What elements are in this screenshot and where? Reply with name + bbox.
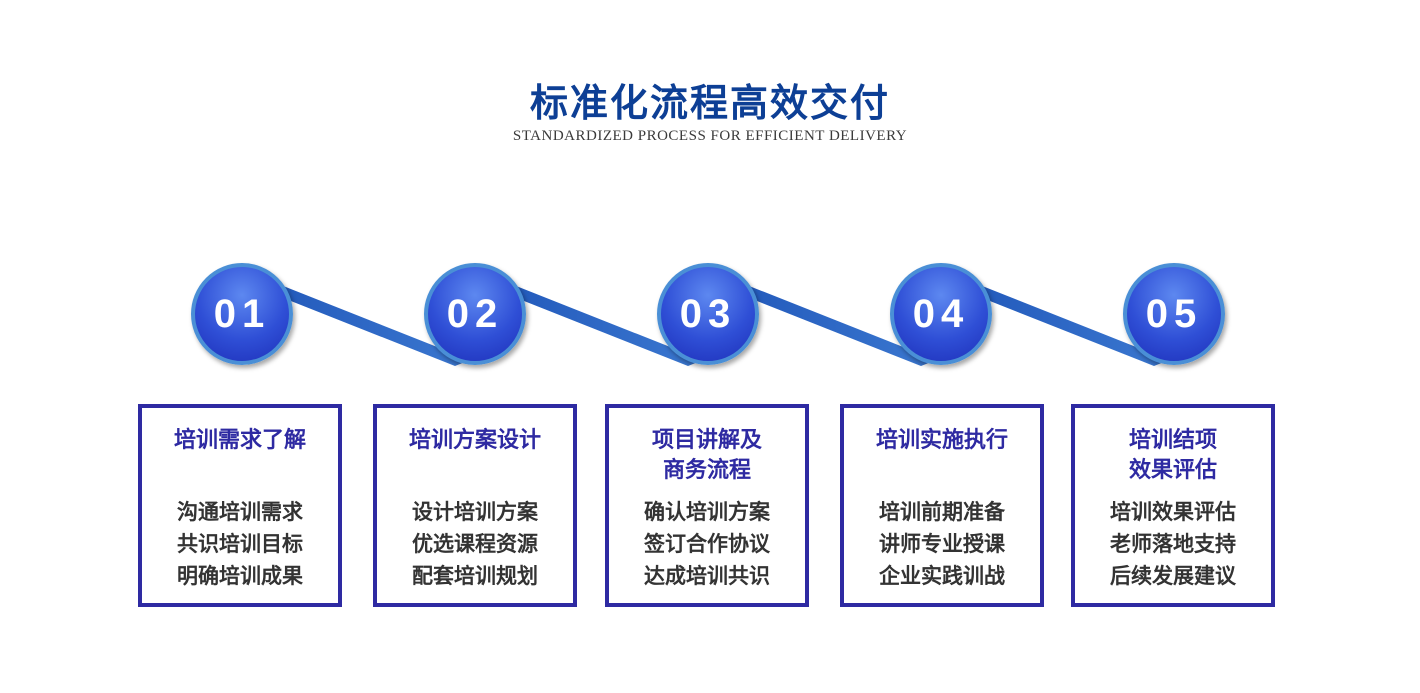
connector-3-4: [709, 276, 936, 366]
step-2-item: 优选课程资源: [412, 532, 538, 556]
step-4-title: 培训实施执行: [875, 428, 1008, 453]
step-1-item: 沟通培训需求: [177, 500, 303, 524]
step-2-item: 配套培训规划: [412, 564, 538, 588]
step-1-card: 培训需求了解 沟通培训需求 共识培训目标 明确培训成果: [138, 404, 342, 607]
step-1-title: 培训需求了解: [173, 428, 306, 453]
step-2-item: 设计培训方案: [412, 500, 538, 524]
step-4-item: 培训前期准备: [879, 500, 1005, 524]
page-subtitle: STANDARDIZED PROCESS FOR EFFICIENT DELIV…: [512, 128, 908, 144]
step-5-number-badge: 05: [1123, 263, 1225, 365]
page-title: 标准化流程高效交付: [529, 81, 890, 125]
connector-4-5: [942, 276, 1169, 366]
step-3-number-badge: 03: [657, 263, 759, 365]
step-4-item: 企业实践训战: [879, 564, 1005, 588]
step-5-items: 培训效果评估 老师落地支持 后续发展建议: [1075, 496, 1271, 592]
connector-1-2: [243, 276, 470, 366]
step-1-items: 沟通培训需求 共识培训目标 明确培训成果: [142, 496, 338, 592]
step-2-number-badge: 02: [424, 263, 526, 365]
step-5-item: 培训效果评估: [1110, 500, 1236, 524]
step-2-items: 设计培训方案 优选课程资源 配套培训规划: [377, 496, 573, 592]
step-3-items: 确认培训方案 签订合作协议 达成培训共识: [609, 496, 805, 592]
step-1-number-badge: 01: [191, 263, 293, 365]
step-5-card: 培训结项 效果评估 培训效果评估 老师落地支持 后续发展建议: [1071, 404, 1275, 607]
step-4-item: 讲师专业授课: [879, 532, 1005, 556]
step-5-item: 老师落地支持: [1110, 532, 1236, 556]
step-3-card: 项目讲解及 商务流程 确认培训方案 签订合作协议 达成培训共识: [605, 404, 809, 607]
step-4-number-badge: 04: [890, 263, 992, 365]
step-2-card: 培训方案设计 设计培训方案 优选课程资源 配套培训规划: [373, 404, 577, 607]
step-5-title: 培训结项 效果评估: [1128, 428, 1217, 483]
step-3-item: 达成培训共识: [644, 564, 770, 588]
step-3-item: 确认培训方案: [644, 500, 770, 524]
step-4-items: 培训前期准备 讲师专业授课 企业实践训战: [844, 496, 1040, 592]
connector-2-3: [476, 276, 703, 366]
step-5-item: 后续发展建议: [1110, 564, 1236, 588]
step-3-item: 签订合作协议: [644, 532, 770, 556]
step-2-title: 培训方案设计: [408, 428, 541, 453]
step-4-card: 培训实施执行 培训前期准备 讲师专业授课 企业实践训战: [840, 404, 1044, 607]
step-1-item: 明确培训成果: [177, 564, 303, 588]
step-1-item: 共识培训目标: [177, 532, 303, 556]
step-3-title: 项目讲解及 商务流程: [651, 428, 762, 483]
